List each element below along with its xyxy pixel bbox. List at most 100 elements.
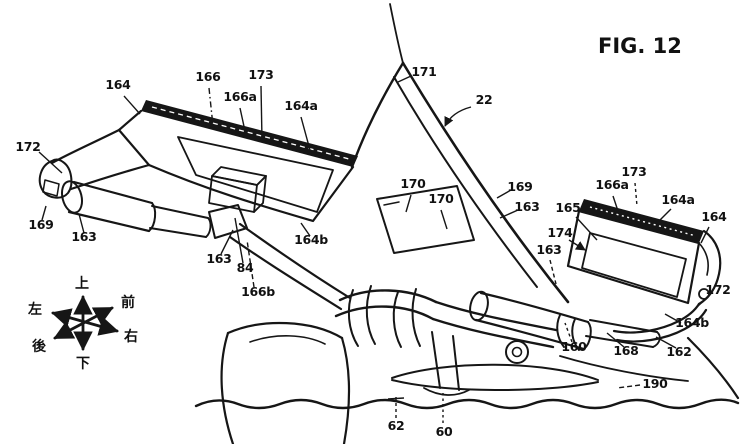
- ref-label-173-right: 173: [621, 164, 646, 179]
- leader-165: [575, 216, 598, 241]
- cowl-top: [226, 321, 344, 340]
- right-grip-top: [479, 291, 590, 324]
- ref-label-190: 190: [642, 376, 668, 391]
- stem-nut-outer: [505, 340, 529, 364]
- compass-rear-label: 後: [32, 338, 47, 355]
- left-arm-sleeve-bottom: [149, 227, 207, 238]
- leader-162: [655, 336, 677, 349]
- ref-label-169-right: 169: [507, 179, 532, 194]
- bar-end-cap: [652, 331, 661, 348]
- compass-left-label: 左: [27, 301, 42, 318]
- right-pivot-bolt: [698, 288, 710, 300]
- ref-label-174: 174: [547, 225, 573, 240]
- ref-label-170-b: 170: [428, 191, 454, 206]
- right-grip-bottom: [474, 318, 586, 351]
- fork-tube-1: [431, 331, 441, 389]
- right-mirror-light-strip: [579, 199, 704, 243]
- right-mirror-light-strip-dots: [589, 206, 697, 237]
- bar-clamp-4: [411, 288, 421, 347]
- ref-label-173-left: 173: [248, 67, 273, 82]
- ref-label-172-right: 172: [705, 282, 730, 297]
- handlebar-top-left: [338, 289, 438, 304]
- leader-173-right: [634, 182, 638, 207]
- right-grip-area: [469, 290, 661, 351]
- compass-down-label: 下: [76, 356, 90, 372]
- ref-label-22: 22: [476, 92, 493, 107]
- leader-166a-right: [612, 195, 619, 212]
- ref-label-163-right-upper: 163: [514, 199, 539, 214]
- left-pivot-detail: [42, 179, 60, 197]
- ref-label-164b-right: 164b: [675, 315, 709, 330]
- ref-label-164a-left: 164a: [284, 98, 317, 113]
- leader-164b-right: [664, 313, 682, 324]
- ref-label-160: 160: [561, 339, 587, 354]
- windscreen: [350, 3, 570, 304]
- leader-190: [616, 384, 641, 389]
- left-arm-barrel-bottom: [67, 210, 151, 233]
- compass-up-label: 上: [75, 276, 89, 292]
- compass-front-label: 前: [121, 294, 135, 311]
- right-mirror-assembly: [566, 199, 722, 343]
- ref-label-164a-right: 164a: [661, 192, 694, 207]
- compass-right-label: 右: [123, 328, 138, 345]
- leader-166: [208, 87, 214, 127]
- left-arm-barrel-top: [72, 180, 154, 205]
- leader-163-left-stay: [220, 229, 234, 255]
- right-arm-hook-inner: [698, 242, 709, 276]
- right-mirror-surface: [581, 232, 687, 298]
- leader-172-right: [697, 295, 710, 307]
- bar-clamp-2: [365, 285, 376, 345]
- left-arm-sleeve-end: [205, 217, 212, 238]
- leader-170-a: [405, 194, 412, 213]
- leader-164a-left: [300, 116, 311, 151]
- ref-label-164b-left: 164b: [294, 232, 328, 247]
- fork-bridge: [423, 387, 470, 396]
- mirror-mount-band-1: [556, 314, 565, 348]
- lower-cowl-line: [559, 355, 689, 382]
- compass-axis-left-right: [51, 308, 119, 336]
- leader-62-tick: [387, 397, 405, 400]
- right-mirror-housing: [566, 209, 701, 305]
- leader-163-left-arm: [78, 213, 85, 234]
- ref-label-166: 166: [195, 69, 221, 84]
- leader-174-arrow: [568, 239, 586, 251]
- figure-title: FIG. 12: [598, 34, 682, 58]
- ref-label-84: 84: [237, 260, 254, 275]
- bar-clamp-1: [347, 289, 359, 347]
- leader-163-right-upper: [499, 209, 519, 219]
- leader-166a-left: [239, 107, 246, 132]
- leader-173-left: [260, 85, 263, 141]
- fork-tube-2: [452, 335, 460, 391]
- ref-label-169-left: 169: [28, 217, 53, 232]
- fender-bottom: [391, 379, 599, 392]
- left-stay-inner: [228, 235, 343, 311]
- bar-clamp-3: [392, 291, 402, 348]
- left-mirror-back-panel: [177, 136, 334, 213]
- handlebar-top-right: [434, 300, 558, 332]
- leader-169-right: [496, 189, 512, 199]
- left-mirror-light-strip: [141, 100, 358, 167]
- bar-end-top: [589, 319, 658, 333]
- leader-164a-right: [656, 208, 672, 224]
- right-cowl-edge: [686, 336, 740, 400]
- left-stay-outer: [238, 222, 352, 300]
- left-pivot-cap: [38, 158, 73, 199]
- mirror-mount-band-2: [571, 318, 580, 351]
- meter-unit: [376, 185, 475, 254]
- ref-label-163-right-lower: 163: [536, 242, 561, 257]
- left-mirror-assembly: [38, 100, 358, 311]
- handlebar-center: [334, 285, 558, 396]
- ref-label-162: 162: [666, 344, 691, 359]
- ref-label-164-right: 164: [701, 209, 727, 224]
- vehicle-body: [194, 321, 740, 444]
- leader-172-left: [38, 151, 63, 174]
- handlebar-bottom-left: [334, 305, 435, 321]
- cowl-right-edge: [340, 336, 351, 444]
- cowl-left-edge: [220, 331, 235, 444]
- ref-label-60: 60: [436, 424, 453, 439]
- fender-top: [391, 363, 599, 381]
- ref-label-166a-right: 166a: [595, 177, 628, 192]
- leader-22-arrow: [444, 106, 472, 127]
